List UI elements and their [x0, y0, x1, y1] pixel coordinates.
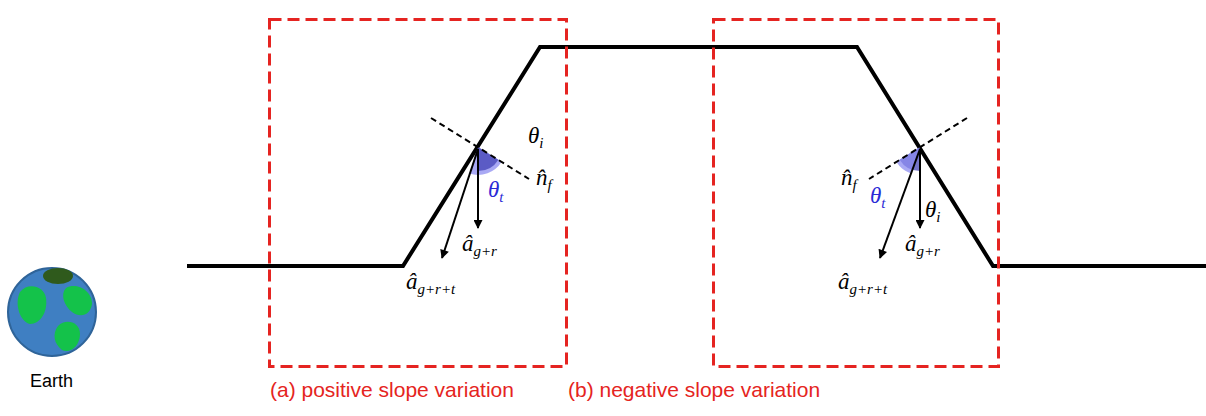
symbol-subscript: g+r+t — [418, 281, 456, 297]
symbol-subscript: f — [853, 177, 857, 193]
symbol-subscript: g+r — [917, 243, 940, 259]
symbol-subscript: i — [936, 209, 940, 225]
region-box: (a) positive slope variation — [268, 18, 568, 368]
symbol-base: θ — [528, 123, 539, 148]
earth-land — [55, 322, 80, 351]
math-symbol: âg+r+t — [406, 270, 455, 297]
symbol-subscript: t — [499, 189, 503, 205]
earth-land — [18, 286, 47, 324]
symbol-base: â — [406, 269, 418, 294]
earth-land — [43, 268, 73, 284]
math-symbol: θt — [870, 184, 885, 211]
angle-wedge — [478, 147, 498, 171]
symbol-base: θ — [870, 183, 881, 208]
math-symbol: n̂f — [841, 166, 857, 193]
symbol-base: n̂ — [841, 165, 853, 190]
math-symbol: θi — [925, 198, 940, 225]
vector-arrow — [442, 149, 478, 258]
symbol-base: θ — [488, 177, 499, 202]
dashed-outline — [270, 20, 567, 367]
symbol-subscript: g+r+t — [850, 281, 888, 297]
symbol-base: n̂ — [536, 165, 548, 190]
earth-land — [63, 286, 92, 315]
math-symbol: âg+r — [905, 232, 940, 259]
earth-icon — [8, 268, 96, 356]
vector-arrow — [880, 149, 920, 258]
region-box: (b) negative slope variation — [712, 18, 1000, 368]
surface-normal — [431, 118, 529, 179]
dashed-outline — [712, 18, 1000, 368]
vector-arrow — [919, 149, 921, 228]
region-caption: (a) positive slope variation — [270, 378, 514, 401]
symbol-base: θ — [925, 197, 936, 222]
math-symbol: n̂f — [536, 166, 552, 193]
earth-ocean — [8, 268, 96, 356]
symbol-subscript: i — [539, 135, 543, 151]
region-caption: (b) negative slope variation — [568, 378, 820, 401]
vector-arrow — [477, 149, 479, 228]
symbol-base: â — [905, 231, 917, 256]
math-symbol: âg+r+t — [838, 270, 887, 297]
symbol-subscript: f — [548, 177, 552, 193]
icon-label: Earth — [30, 372, 73, 390]
symbol-base: â — [838, 269, 850, 294]
math-symbol: θi — [528, 124, 543, 151]
math-symbol: âg+r — [462, 232, 497, 259]
surface-normal — [869, 118, 967, 179]
terrain-profile — [187, 47, 1206, 266]
symbol-subscript: t — [881, 195, 885, 211]
dashed-outline — [268, 18, 568, 368]
dashed-outline — [714, 20, 999, 367]
symbol-subscript: g+r — [474, 243, 497, 259]
math-symbol: θt — [488, 178, 503, 205]
symbol-base: â — [462, 231, 474, 256]
